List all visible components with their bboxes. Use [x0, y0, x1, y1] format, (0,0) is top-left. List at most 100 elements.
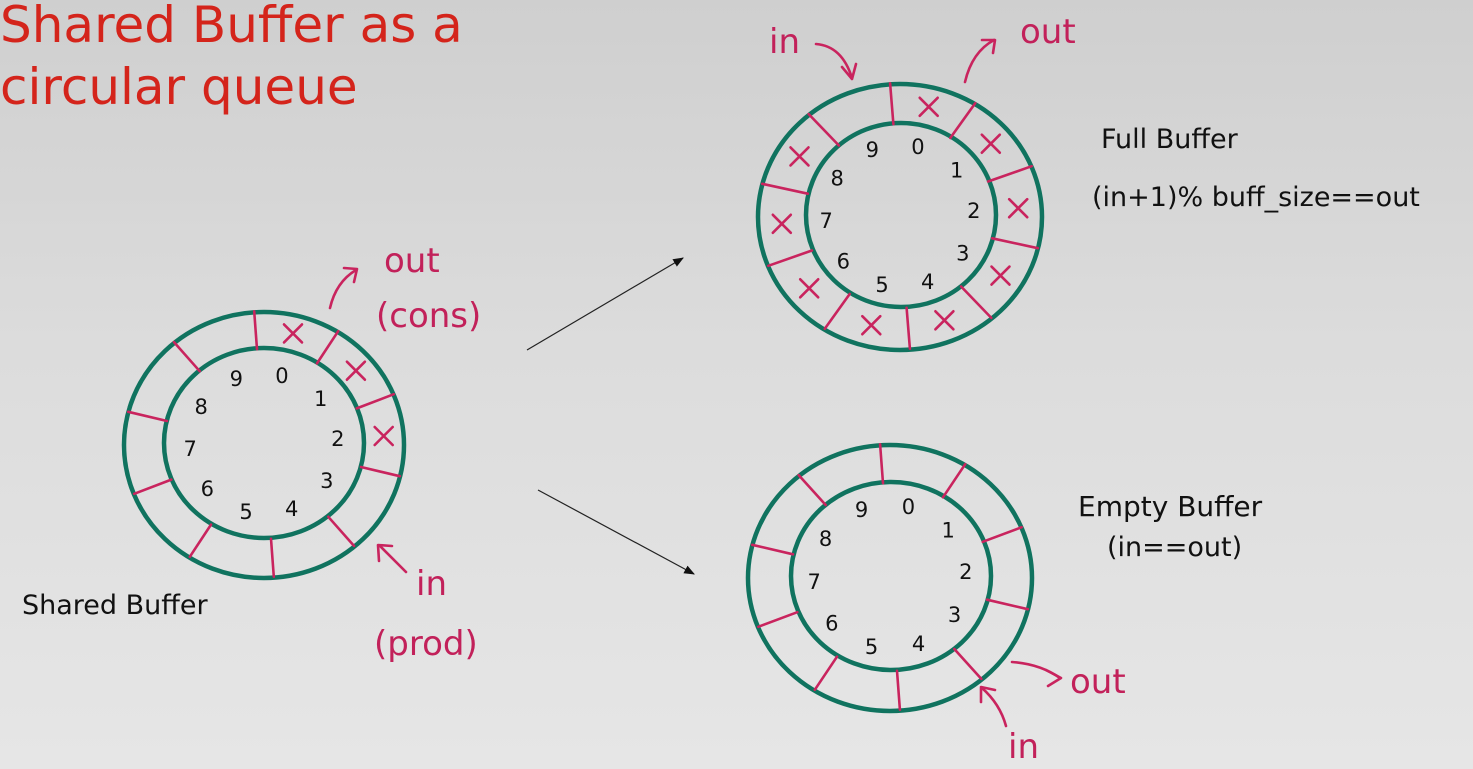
slot-number: 6 — [837, 250, 850, 274]
full-outer-ring — [755, 81, 1045, 353]
slot-divider — [813, 655, 839, 692]
slot-number: 6 — [825, 611, 838, 635]
full-out-label: out — [1020, 12, 1076, 52]
slot-divider — [756, 610, 799, 629]
slot-number: 1 — [942, 519, 955, 543]
empty-in-label: in — [1008, 727, 1039, 767]
slot-number: 7 — [808, 570, 821, 594]
slide-title: Shared Buffer as a circular queue — [0, 0, 463, 118]
filled-slot-x-mark — [918, 96, 939, 118]
shared-out-role-label: (cons) — [376, 296, 481, 336]
slot-divider — [750, 543, 795, 556]
empty-out-pointer-icon — [1010, 660, 1062, 680]
shared-inner-ring — [161, 345, 367, 541]
slot-number: 9 — [230, 367, 243, 391]
filled-slot-x-mark — [980, 133, 1002, 154]
full-filled-marks — [771, 96, 1029, 336]
slot-number: 9 — [866, 138, 879, 162]
empty-outer-ring — [745, 442, 1035, 714]
full-buffer-label: Full Buffer — [1101, 124, 1238, 155]
slot-number: 7 — [820, 209, 833, 233]
full-out-arrowhead-icon — [980, 38, 997, 55]
filled-slot-x-mark — [861, 314, 882, 336]
full-in-label: in — [769, 22, 800, 62]
slot-number: 0 — [902, 495, 915, 519]
slot-divider — [766, 249, 814, 268]
slot-number: 5 — [865, 635, 878, 659]
empty-in-pointer-icon — [980, 686, 1008, 728]
filled-slot-x-mark — [934, 310, 955, 331]
shared-out-label: out — [384, 241, 440, 281]
slot-number: 4 — [912, 632, 925, 656]
shared-slot-dividers — [126, 309, 402, 579]
filled-slot-x-mark — [771, 213, 793, 235]
slot-divider — [326, 515, 356, 548]
arrow-to-empty-buffer — [537, 489, 695, 575]
slot-divider — [172, 340, 201, 373]
shared-out-pointer-icon — [328, 268, 358, 310]
slot-divider — [807, 112, 841, 147]
slot-number: 3 — [948, 603, 961, 627]
shared-outer-ring — [121, 309, 407, 581]
full-buffer-condition: (in+1)% buff_size==out — [1092, 182, 1420, 213]
slot-divider — [359, 465, 402, 478]
empty-in-arrowhead-icon — [979, 685, 997, 704]
slot-number: 3 — [956, 242, 969, 266]
slot-divider — [948, 101, 977, 140]
slot-number: 3 — [320, 469, 333, 493]
slot-divider — [888, 82, 895, 126]
filled-slot-x-mark — [789, 146, 810, 167]
full-out-pointer-icon — [963, 38, 996, 84]
slot-number: 1 — [950, 158, 963, 182]
slot-divider — [986, 164, 1033, 183]
title-line-2: circular queue — [0, 58, 358, 116]
slot-number: 0 — [911, 135, 924, 159]
empty-out-arrowhead-icon — [1044, 668, 1063, 688]
slot-divider — [188, 523, 213, 559]
filled-slot-x-mark — [345, 360, 367, 381]
slot-number: 9 — [855, 498, 868, 522]
shared-in-pointer-icon — [378, 544, 408, 574]
slot-divider — [797, 473, 828, 507]
empty-slot-dividers — [750, 442, 1030, 712]
slot-divider — [315, 329, 340, 365]
slot-number: 7 — [184, 437, 197, 461]
slot-divider — [126, 410, 169, 423]
slot-divider — [252, 309, 259, 351]
empty-buffer-ring: 0 12 34 5 67 89 — [745, 442, 1035, 714]
empty-inner-ring — [788, 479, 994, 673]
slot-number: 8 — [819, 527, 832, 551]
title-line-1: Shared Buffer as a — [0, 0, 463, 54]
slot-number: 2 — [331, 427, 344, 451]
slot-divider — [132, 478, 173, 496]
filled-slot-x-mark — [1007, 197, 1029, 219]
slot-number: 6 — [201, 477, 214, 501]
slot-divider — [355, 392, 396, 410]
slot-divider — [905, 306, 912, 351]
full-slot-dividers — [760, 82, 1040, 351]
slot-divider — [760, 182, 810, 195]
empty-slot-numbers: 0 12 34 5 67 89 — [808, 495, 973, 659]
filled-slot-x-mark — [282, 323, 304, 344]
slot-number: 2 — [959, 560, 972, 584]
slot-divider — [981, 525, 1024, 544]
slot-divider — [959, 285, 993, 320]
slot-divider — [895, 669, 902, 712]
slot-number: 5 — [239, 500, 252, 524]
full-in-pointer-icon — [814, 42, 854, 80]
filled-slot-x-mark — [373, 425, 394, 447]
empty-out-label: out — [1070, 662, 1126, 702]
filled-slot-x-mark — [990, 265, 1011, 286]
slot-number: 4 — [921, 270, 934, 294]
slot-number: 0 — [275, 364, 288, 388]
slot-divider — [878, 442, 885, 485]
slot-divider — [952, 647, 983, 681]
full-inner-ring — [803, 120, 999, 310]
empty-buffer-condition: (in==out) — [1107, 532, 1243, 563]
slot-number: 8 — [831, 166, 844, 190]
slot-divider — [941, 462, 967, 499]
shared-filled-marks — [282, 323, 394, 447]
